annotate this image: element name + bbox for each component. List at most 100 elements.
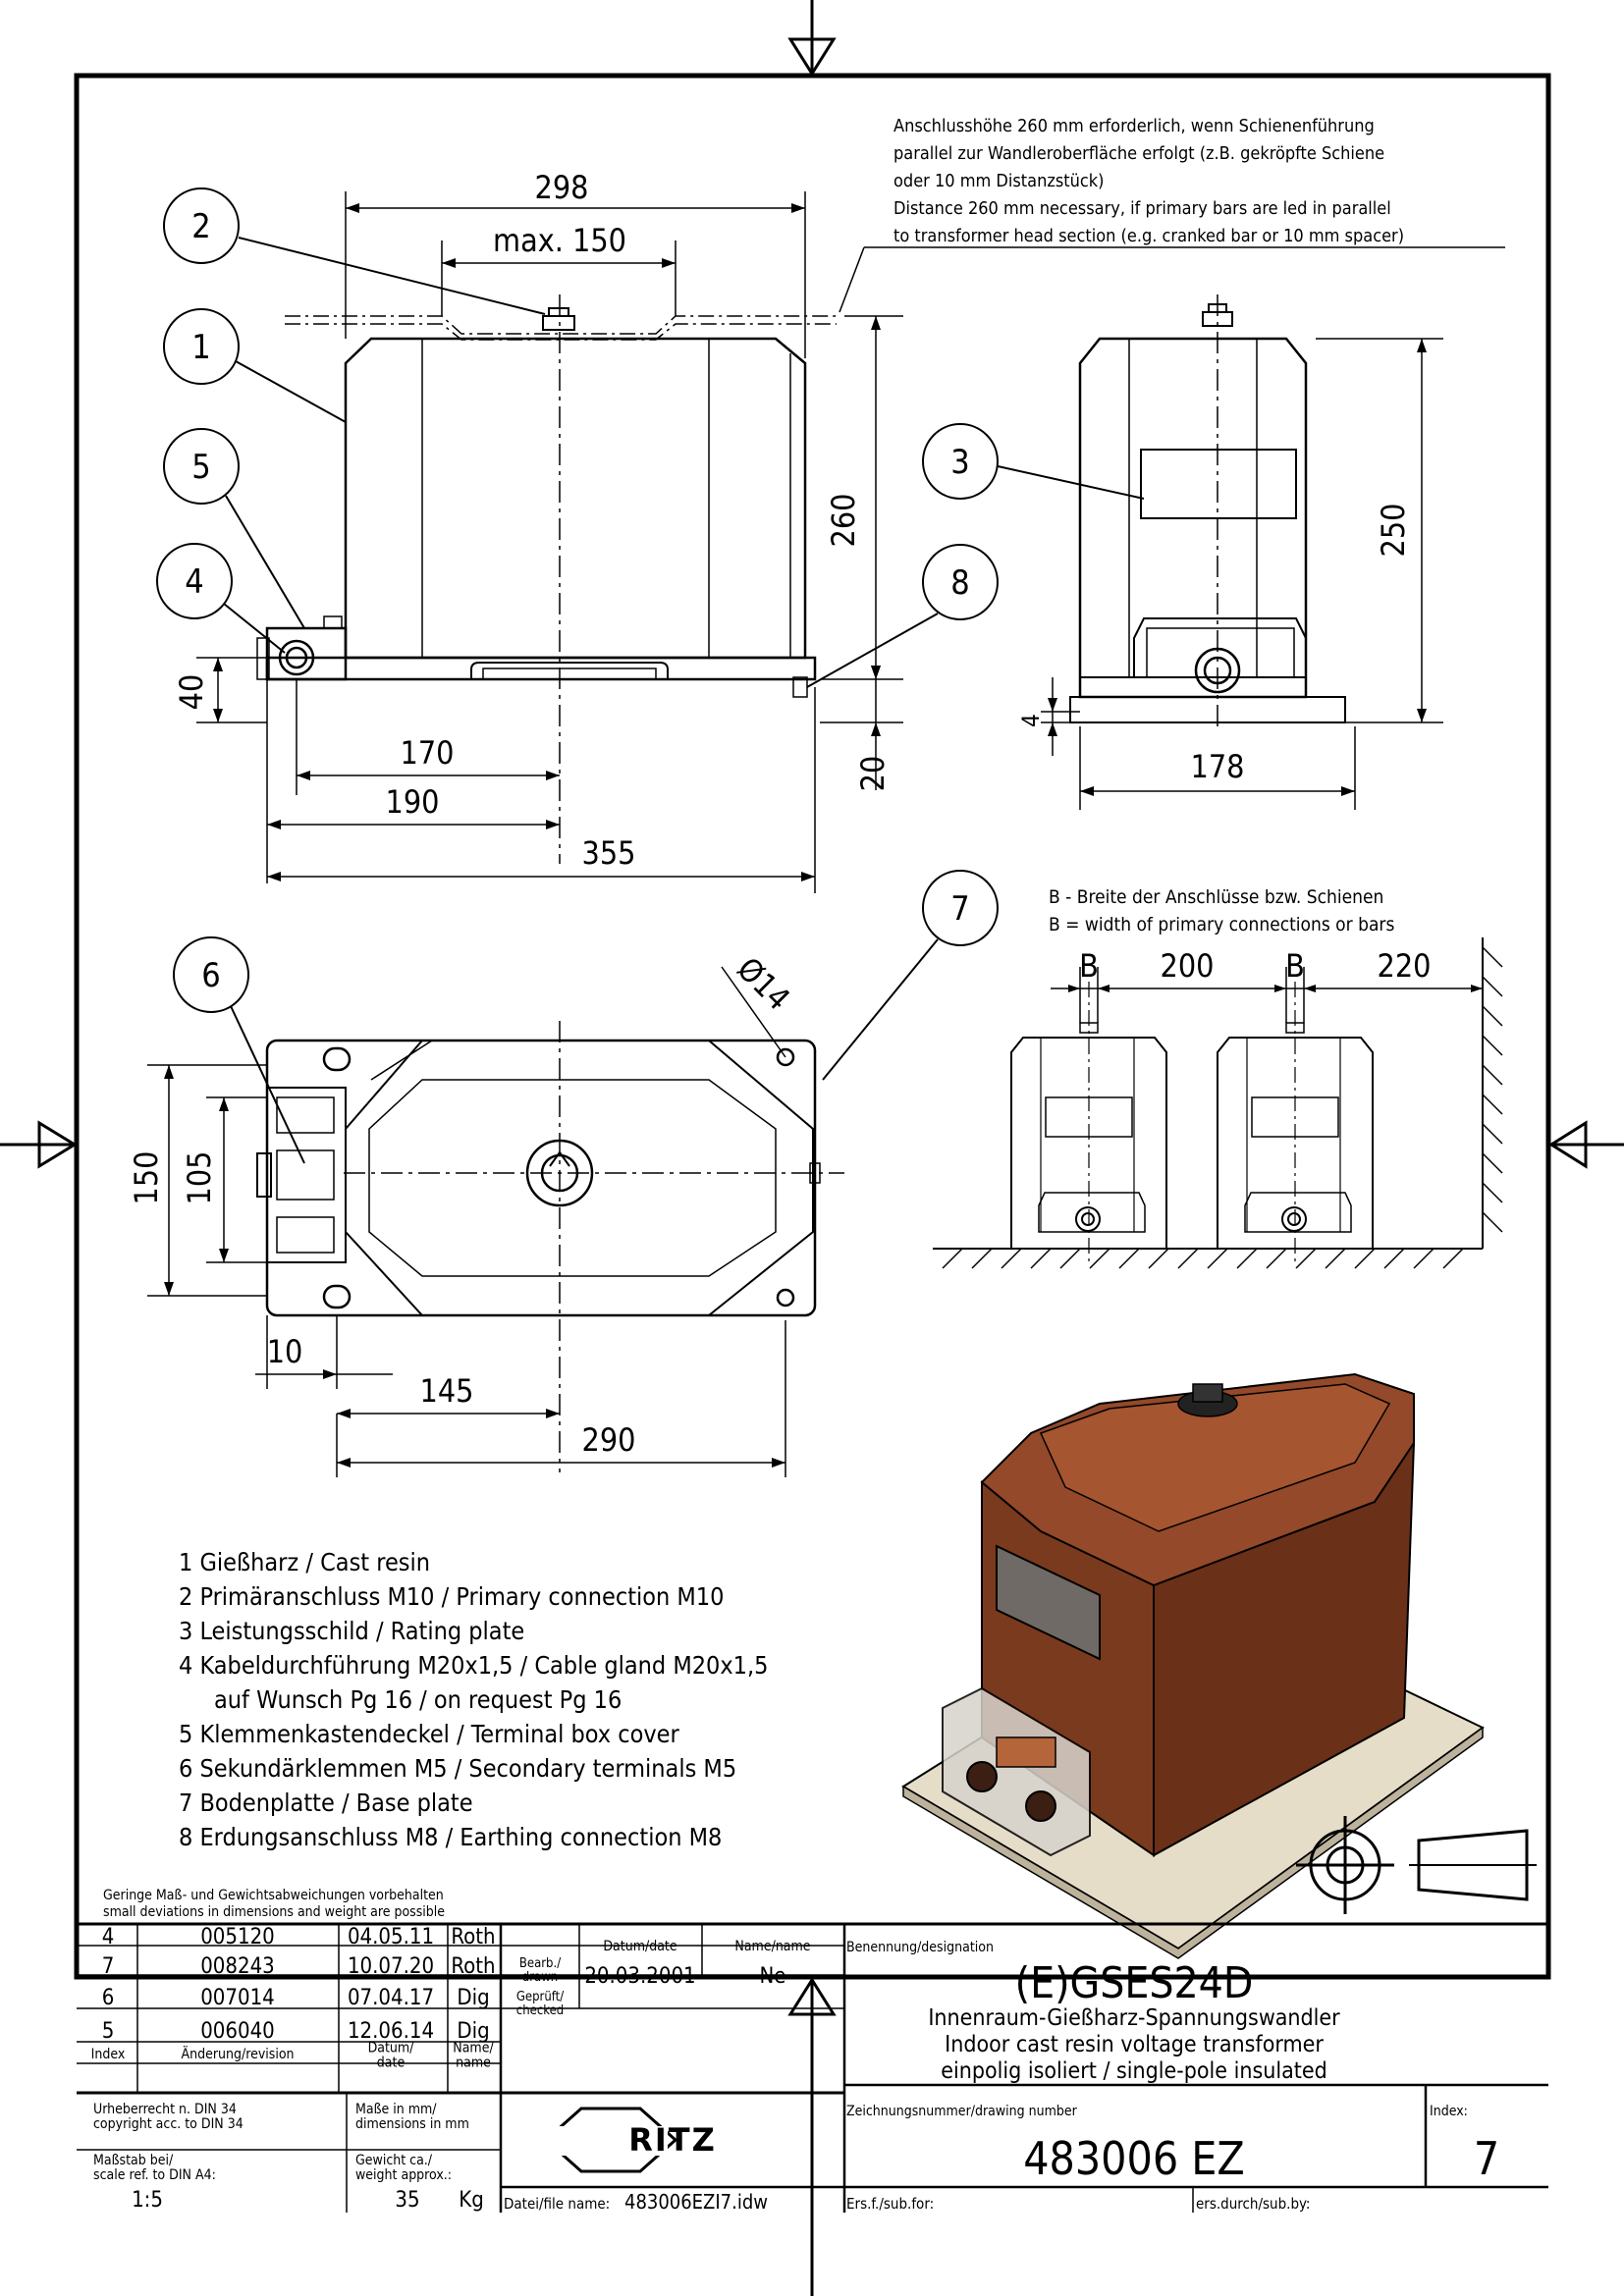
svg-text:190: 190: [386, 783, 440, 821]
svg-text:290: 290: [582, 1421, 636, 1459]
revision-headers: Index Änderung/revision Datum/date Name/…: [91, 2041, 495, 2071]
svg-text:2: 2: [191, 207, 210, 246]
part-4-note: auf Wunsch Pg 16 / on request Pg 16: [214, 1685, 622, 1714]
svg-text:1:5: 1:5: [132, 2188, 163, 2213]
svg-text:145: 145: [420, 1372, 474, 1410]
svg-text:220: 220: [1378, 947, 1432, 985]
svg-text:scale ref. to DIN A4:: scale ref. to DIN A4:: [93, 2167, 216, 2183]
part-4: 4 Kabeldurchführung M20x1,5 / Cable glan…: [179, 1651, 768, 1680]
svg-text:Datum/date: Datum/date: [368, 2041, 415, 2071]
svg-text:Anschlusshöhe 260 mm erforderl: Anschlusshöhe 260 mm erforderlich, wenn …: [893, 116, 1375, 136]
drawing-title: (E)GSES24D: [1015, 1958, 1254, 2008]
svg-text:355: 355: [582, 834, 636, 872]
balloon-4: [156, 543, 233, 619]
top-view: [256, 1021, 844, 1472]
svg-text:7: 7: [950, 889, 969, 929]
svg-text:007014: 007014: [200, 1986, 275, 2010]
svg-text:einpolig isoliert / single-pol: einpolig isoliert / single-pole insulate…: [941, 2058, 1327, 2084]
svg-text:Gewicht ca./: Gewicht ca./: [355, 2153, 433, 2168]
svg-text:200: 200: [1161, 947, 1215, 985]
meta-block: Urheberrecht n. DIN 34 copyright acc. to…: [93, 2102, 484, 2213]
svg-text:Index:: Index:: [1430, 2104, 1468, 2119]
svg-text:oder 10 mm Distanzstück): oder 10 mm Distanzstück): [893, 171, 1104, 191]
svg-text:4: 4: [1017, 714, 1045, 727]
top-view-dimensions: [147, 966, 786, 1477]
part-3: 3 Leistungsschild / Rating plate: [179, 1617, 524, 1645]
svg-text:B: B: [1285, 947, 1305, 985]
svg-text:Index: Index: [91, 2047, 126, 2062]
balloon-2: [163, 187, 240, 264]
svg-text:parallel zur Wandleroberfläche: parallel zur Wandleroberfläche erfolgt (…: [893, 143, 1384, 164]
svg-text:Maßstab bei/: Maßstab bei/: [93, 2153, 174, 2168]
svg-text:07.04.17: 07.04.17: [348, 1986, 434, 2010]
svg-text:B: B: [1079, 947, 1099, 985]
svg-text:Zeichnungsnummer/drawing numbe: Zeichnungsnummer/drawing number: [846, 2104, 1078, 2119]
svg-text:RITZ: RITZ: [628, 2121, 717, 2159]
svg-text:to transformer head section (e: to transformer head section (e.g. cranke…: [893, 226, 1404, 246]
side-base: [1069, 696, 1346, 723]
svg-text:Dig: Dig: [457, 2019, 489, 2044]
side-view: [1078, 294, 1308, 726]
svg-text:Kg: Kg: [459, 2188, 484, 2213]
spacing-dimensions: [1051, 967, 1483, 1023]
svg-text:298: 298: [535, 169, 589, 206]
drawn-block: Bearb./drawn Geprüft/checked Datum/date …: [516, 1939, 811, 2018]
svg-text:Urheberrecht n. DIN 34: Urheberrecht n. DIN 34: [93, 2102, 237, 2117]
part-6: 6 Sekundärklemmen M5 / Secondary termina…: [179, 1754, 736, 1783]
svg-text:small deviations in dimensions: small deviations in dimensions and weigh…: [103, 1904, 445, 1920]
svg-text:Name/name: Name/name: [453, 2041, 494, 2071]
svg-text:483006EZI7.idw: 483006EZI7.idw: [624, 2190, 768, 2214]
svg-text:Name/name: Name/name: [734, 1939, 810, 1954]
svg-text:008243: 008243: [200, 1954, 275, 1979]
balloon-labels: 2 1 5 4 3 8 6 7: [185, 207, 969, 995]
deviation-note: Geringe Maß- und Gewichtsabweichungen vo…: [103, 1888, 445, 1920]
svg-text:6: 6: [201, 956, 220, 995]
svg-text:4: 4: [102, 1925, 115, 1949]
svg-text:7: 7: [102, 1954, 115, 1979]
balloons: [156, 187, 1145, 1164]
svg-text:6: 6: [102, 1986, 115, 2010]
svg-text:Innenraum-Gießharz-Spannungswa: Innenraum-Gießharz-Spannungswandler: [928, 2005, 1340, 2031]
balloon-5: [163, 428, 240, 505]
spacing-note: B - Breite der Anschlüsse bzw. Schienen …: [1049, 886, 1394, 935]
svg-text:Distance 260 mm necessary, if: Distance 260 mm necessary, if primary ba…: [893, 198, 1391, 219]
svg-text:weight approx.:: weight approx.:: [355, 2167, 452, 2183]
svg-text:B - Breite der Anschlüsse bzw.: B - Breite der Anschlüsse bzw. Schienen: [1049, 886, 1383, 908]
svg-text:Indoor cast resin voltage tran: Indoor cast resin voltage transformer: [945, 2032, 1324, 2057]
svg-text:Geprüft/checked: Geprüft/checked: [516, 1990, 564, 2018]
svg-text:Maße in mm/: Maße in mm/: [355, 2102, 437, 2117]
svg-text:250: 250: [1375, 504, 1412, 558]
connection-height-note: Anschlusshöhe 260 mm erforderlich, wenn …: [839, 116, 1505, 313]
ritz-logo: RITZ: [511, 2107, 717, 2173]
part-8: 8 Erdungsanschluss M8 / Earthing connect…: [179, 1823, 722, 1851]
svg-text:5: 5: [191, 448, 210, 487]
svg-text:Geringe Maß- und Gewichtsabwei: Geringe Maß- und Gewichtsabweichungen vo…: [103, 1888, 444, 1903]
balloon-7: [922, 870, 999, 946]
spacing-view: [933, 937, 1503, 1269]
svg-text:260: 260: [825, 494, 862, 548]
front-view-dim-labels: 298 max. 150 260 40 20 170 190 355: [173, 169, 892, 872]
svg-text:105: 105: [181, 1151, 218, 1205]
svg-text:178: 178: [1191, 748, 1245, 785]
svg-text:4: 4: [185, 562, 203, 602]
svg-text:Änderung/revision: Änderung/revision: [181, 2045, 294, 2062]
svg-text:ers.durch/sub.by:: ers.durch/sub.by:: [1196, 2195, 1310, 2213]
svg-text:Benennung/designation: Benennung/designation: [846, 1940, 994, 1955]
spacing-dim-labels: B 200 B 220: [1079, 947, 1431, 985]
front-view: [256, 294, 837, 864]
part-1: 1 Gießharz / Cast resin: [179, 1548, 430, 1576]
svg-text:Ers.f./sub.for:: Ers.f./sub.for:: [846, 2195, 934, 2213]
svg-text:10.07.20: 10.07.20: [348, 1954, 434, 1979]
revision-table: 4 005120 04.05.11 Roth 7 008243 10.07.20…: [102, 1925, 496, 2044]
projection-symbol: [1296, 1816, 1537, 1914]
svg-text:10: 10: [267, 1333, 303, 1370]
svg-text:dimensions in mm: dimensions in mm: [355, 2116, 469, 2132]
svg-text:04.05.11: 04.05.11: [348, 1925, 434, 1949]
svg-text:copyright acc. to DIN 34: copyright acc. to DIN 34: [93, 2116, 244, 2132]
svg-text:B = width of primary connectio: B = width of primary connections or bars: [1049, 914, 1394, 935]
drawing-number-block: Zeichnungsnummer/drawing number 483006 E…: [846, 2104, 1499, 2185]
svg-text:35: 35: [395, 2188, 419, 2213]
svg-text:Ne: Ne: [760, 1964, 786, 1989]
